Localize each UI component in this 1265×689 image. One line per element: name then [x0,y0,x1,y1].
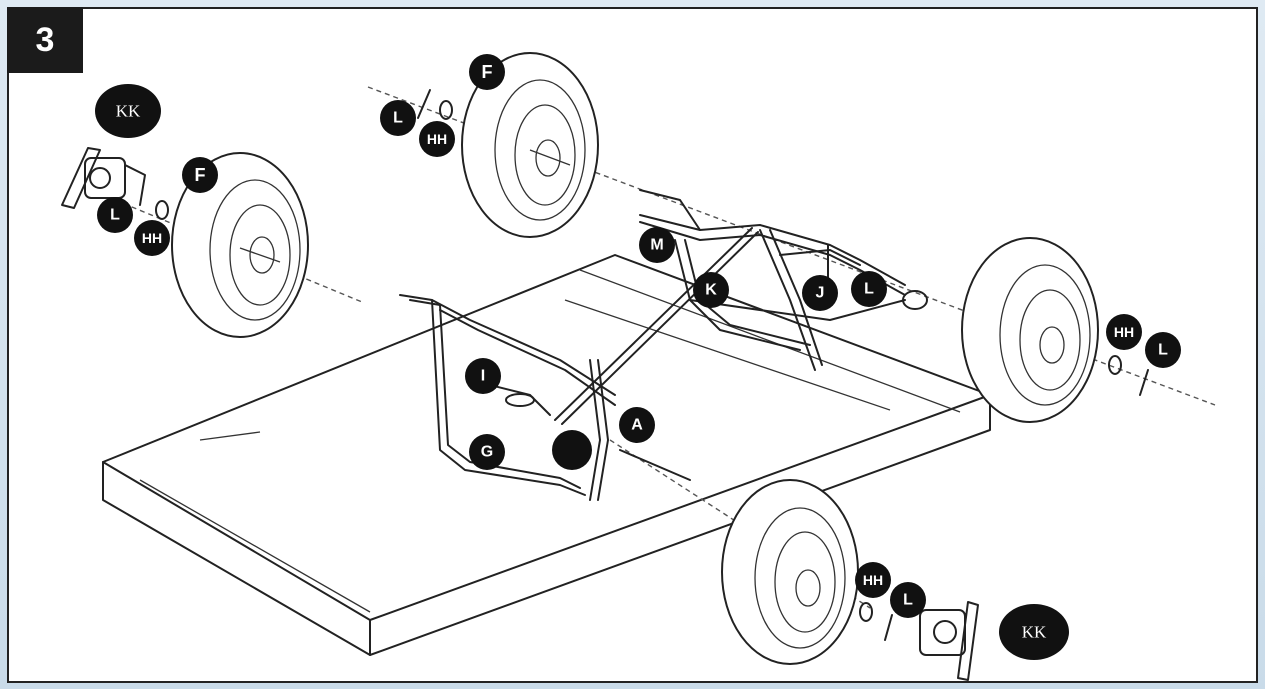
svg-text:HH: HH [142,230,162,246]
caster-left [61,147,146,209]
label-l-right-frame: L [851,271,887,307]
svg-text:L: L [110,207,120,224]
label-hh-bottom: HH [855,562,891,598]
wheel-left [171,152,309,338]
svg-text:J: J [816,285,825,302]
label-k: K [693,272,729,308]
label-l-right: L [1145,332,1181,368]
svg-text:L: L [864,281,874,298]
svg-text:F: F [482,62,493,82]
step-number-badge: 3 [7,7,83,73]
label-a: A [619,407,655,443]
caster-bottom [919,601,979,681]
unlabeled-marker [552,430,592,470]
label-i: I [465,358,501,394]
label-kk-left: KK [95,84,161,138]
pins-washers [155,89,1149,641]
label-f-top: F [469,54,505,90]
svg-text:KK: KK [1022,623,1047,642]
label-l-left: L [97,197,133,233]
svg-text:HH: HH [1114,324,1134,340]
label-hh-top: HH [419,121,455,157]
wheel-bottom [721,479,859,665]
svg-text:L: L [393,110,403,127]
svg-text:G: G [481,444,493,461]
label-g: G [469,434,505,470]
label-kk-bottom: KK [999,604,1069,660]
label-hh-left: HH [134,220,170,256]
svg-text:L: L [1158,342,1168,359]
svg-text:F: F [195,165,206,185]
svg-text:L: L [903,592,913,609]
svg-text:K: K [705,282,717,299]
label-m: M [639,227,675,263]
wheel-right [961,237,1099,423]
svg-text:M: M [650,237,663,254]
svg-text:KK: KK [116,102,141,121]
front-frame [399,294,616,501]
wheel-top [461,52,599,238]
steering-rod [554,227,759,481]
svg-text:HH: HH [863,572,883,588]
label-l-top: L [380,100,416,136]
svg-text:I: I [481,368,485,385]
svg-text:A: A [631,417,643,434]
svg-text:HH: HH [427,131,447,147]
label-l-bottom: L [890,582,926,618]
label-j: J [802,275,838,311]
label-hh-right: HH [1106,314,1142,350]
label-f-left: F [182,157,218,193]
